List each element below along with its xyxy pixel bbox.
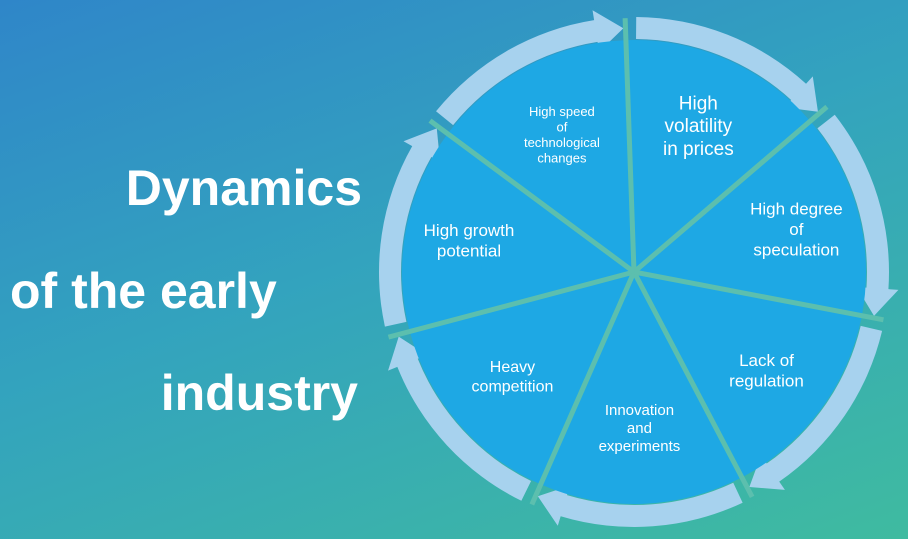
segment-label-line: in prices: [663, 139, 734, 160]
segment-label: Heavy competition: [472, 359, 554, 395]
segment-label-line: changes: [537, 151, 587, 166]
cycle-segment: [402, 133, 634, 332]
cycle-segment: [634, 272, 862, 478]
cycle-arrow: [388, 336, 532, 501]
cycle-divider: [428, 118, 636, 275]
segment-label-line: Heavy: [490, 359, 535, 376]
segment-label-line: and: [627, 420, 652, 437]
cycle-arrows: [379, 10, 899, 528]
cycle-segment: [540, 272, 742, 505]
segment-label-line: of: [556, 120, 567, 135]
cycle-segments: [402, 39, 866, 505]
cycle-divider: [633, 269, 884, 323]
segment-label-line: regulation: [729, 371, 804, 390]
cycle-arrow: [636, 17, 818, 112]
segment-label-line: competition: [472, 378, 554, 395]
cycle-arrow: [749, 325, 883, 490]
segment-label-line: High speed: [529, 104, 595, 119]
segment-label-line: Lack of: [739, 351, 794, 370]
segment-label-line: of: [789, 220, 803, 239]
segment-label-line: experiments: [599, 438, 681, 455]
segment-label-line: High degree: [750, 199, 843, 218]
title-line-dynamics: Dynamics: [125, 160, 362, 216]
cycle-arrow: [436, 10, 624, 126]
cycle-divider: [529, 270, 637, 506]
cycle-divider: [631, 270, 755, 499]
cycle-arrow: [537, 482, 743, 528]
segment-label-line: volatility: [665, 116, 733, 137]
segment-label-line: High: [679, 93, 718, 114]
cycle-arrow: [379, 128, 441, 327]
cycle-divider: [632, 104, 829, 274]
segment-label-line: High growth: [424, 221, 515, 240]
cycle-divider: [387, 269, 635, 340]
segment-label-line: speculation: [753, 240, 839, 259]
segment-label-line: technological: [524, 135, 600, 150]
cycle-dividers: [387, 18, 884, 506]
segment-label: High growth potential: [424, 221, 515, 260]
cycle-segment: [447, 40, 634, 272]
cycle-divider: [622, 18, 637, 273]
cycle-segment: [409, 272, 634, 485]
title-line-industry: industry: [160, 365, 358, 421]
cycle-arrow: [817, 114, 899, 316]
segment-label-line: potential: [437, 242, 501, 261]
title-line-of-the-early: of the early: [10, 263, 277, 319]
cycle-segment: [634, 121, 866, 316]
cycle-segment: [625, 39, 811, 272]
segment-label-line: Innovation: [605, 402, 674, 419]
